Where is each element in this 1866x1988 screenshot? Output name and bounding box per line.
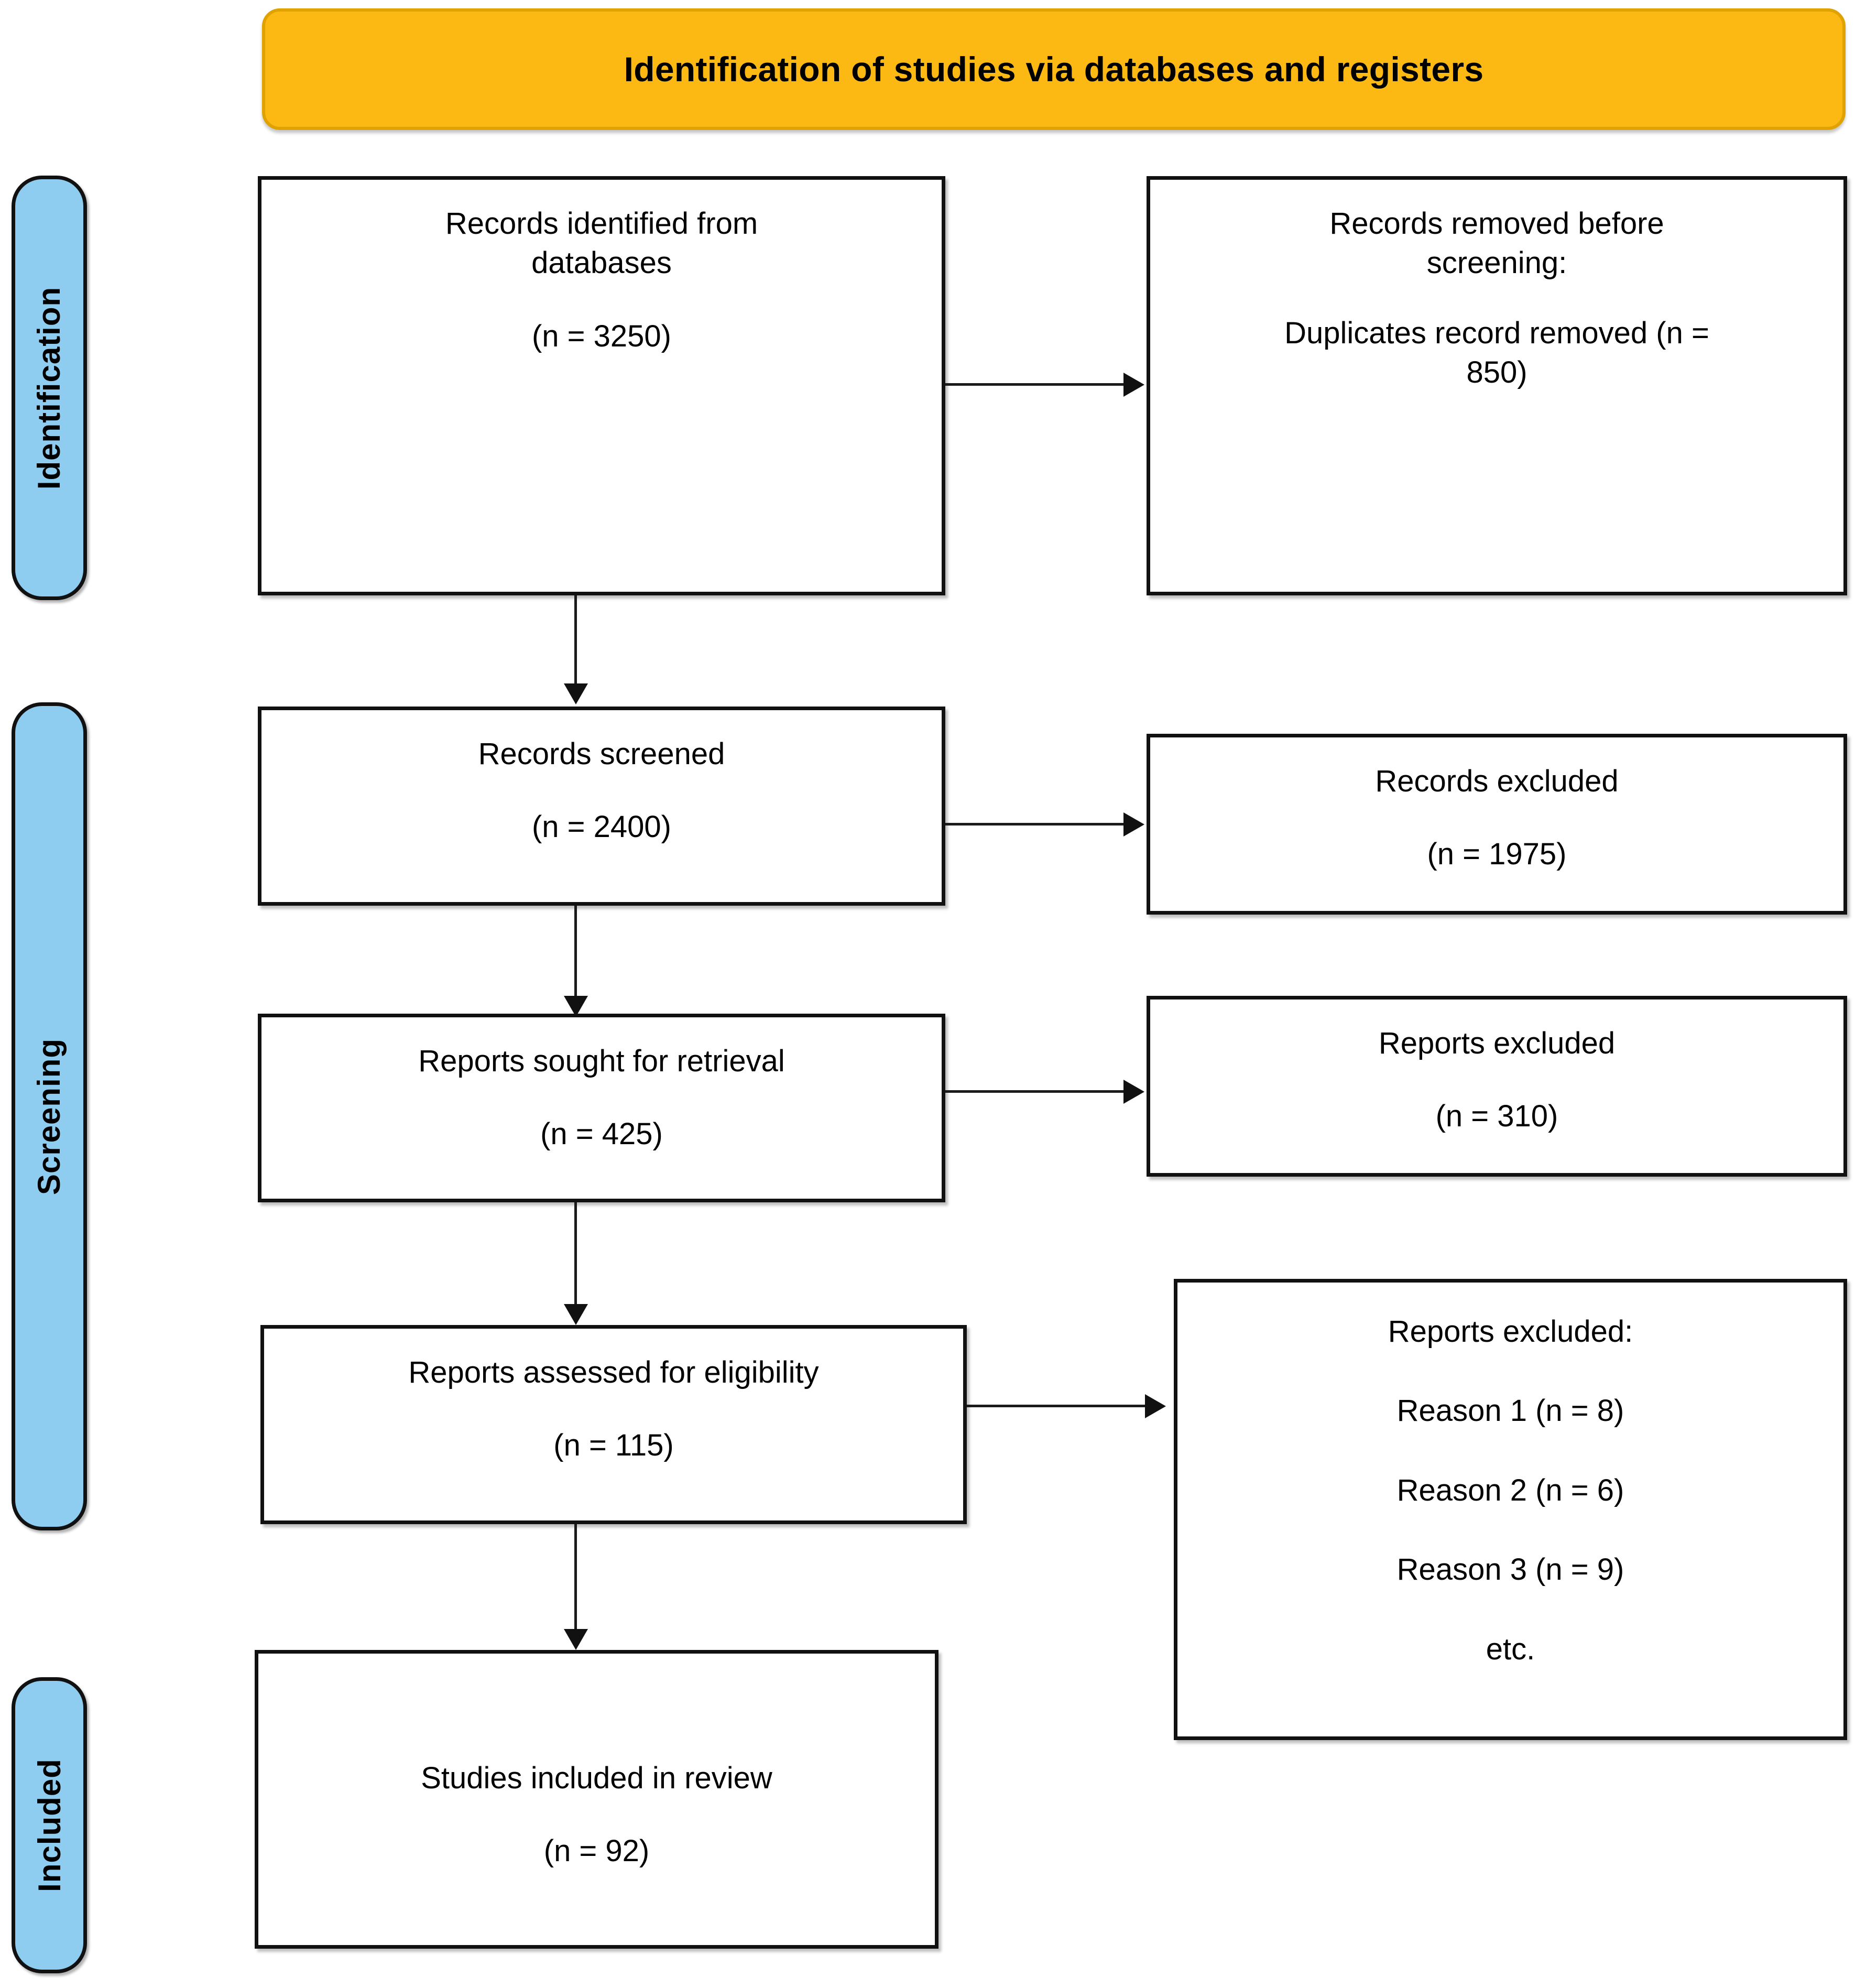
reports-excluded-count: (n = 310) [1435, 1099, 1558, 1134]
box-reports-assessed: Reports assessed for eligibility (n = 11… [260, 1325, 967, 1524]
records-screened-line1: Records screened [478, 737, 725, 771]
arrow-right-identified-to-removed [1123, 373, 1144, 397]
records-removed-line1: Records removed before [1329, 207, 1664, 241]
records-excluded-line1: Records excluded [1375, 764, 1619, 798]
records-removed-detail1: Duplicates record removed (n = [1284, 316, 1709, 350]
records-identified-line1: Records identified from [445, 207, 758, 241]
connector-screened-to-excluded [945, 823, 1123, 825]
box-reports-sought: Reports sought for retrieval (n = 425) [258, 1014, 945, 1202]
reports-assessed-line1: Reports assessed for eligibility [408, 1355, 819, 1389]
reports-assessed-count: (n = 115) [553, 1428, 674, 1463]
arrow-down-sought-to-assessed [564, 1304, 588, 1325]
reports-excluded-reasons-heading: Reports excluded: [1388, 1315, 1633, 1349]
stage-tab-screening: Screening [12, 702, 87, 1530]
studies-included-line1: Studies included in review [421, 1761, 772, 1795]
arrow-down-identified-to-screened [564, 683, 588, 704]
connector-identified-to-removed [945, 383, 1123, 386]
box-reports-excluded: Reports excluded (n = 310) [1147, 996, 1847, 1177]
box-records-excluded: Records excluded (n = 1975) [1147, 734, 1847, 915]
reports-excluded-reason-1: Reason 1 (n = 8) [1396, 1394, 1624, 1428]
reports-excluded-reason-etc: etc. [1486, 1632, 1535, 1666]
box-records-identified: Records identified from databases (n = 3… [258, 176, 945, 595]
connector-sought-to-excluded [945, 1090, 1123, 1093]
records-identified-count: (n = 3250) [531, 319, 671, 353]
records-excluded-count: (n = 1975) [1427, 837, 1567, 872]
banner-identification-header: Identification of studies via databases … [262, 8, 1846, 130]
connector-assessed-to-reasons [967, 1405, 1145, 1407]
arrow-right-assessed-to-reasons [1145, 1394, 1166, 1418]
reports-sought-count: (n = 425) [540, 1117, 663, 1151]
studies-included-count: (n = 92) [543, 1834, 650, 1868]
stage-tab-screening-label: Screening [31, 1038, 67, 1195]
reports-excluded-line1: Reports excluded [1378, 1026, 1616, 1060]
banner-title: Identification of studies via databases … [624, 50, 1484, 89]
connector-sought-to-assessed [574, 1202, 577, 1307]
records-identified-line2: databases [531, 246, 672, 280]
stage-tab-included: Included [12, 1677, 87, 1973]
reports-sought-line1: Reports sought for retrieval [418, 1044, 785, 1078]
connector-screened-to-sought [574, 906, 577, 999]
arrow-right-sought-to-excluded [1123, 1080, 1144, 1104]
box-records-removed: Records removed before screening: Duplic… [1147, 176, 1847, 595]
box-reports-excluded-reasons: Reports excluded: Reason 1 (n = 8) Reaso… [1174, 1279, 1847, 1740]
reports-excluded-reason-3: Reason 3 (n = 9) [1396, 1552, 1624, 1587]
records-removed-line2: screening: [1426, 246, 1567, 280]
connector-assessed-to-included [574, 1524, 577, 1632]
reports-excluded-reason-2: Reason 2 (n = 6) [1396, 1473, 1624, 1507]
records-screened-count: (n = 2400) [531, 810, 671, 844]
connector-identified-to-screened [574, 595, 577, 686]
stage-tab-identification: Identification [12, 176, 87, 600]
arrow-down-screened-to-sought [564, 996, 588, 1017]
arrow-down-assessed-to-included [564, 1629, 588, 1650]
stage-tab-included-label: Included [31, 1758, 67, 1892]
box-studies-included: Studies included in review (n = 92) [255, 1650, 939, 1949]
arrow-right-screened-to-excluded [1123, 812, 1144, 837]
box-records-screened: Records screened (n = 2400) [258, 707, 945, 906]
stage-tab-identification-label: Identification [31, 286, 67, 490]
records-removed-detail2: 850) [1466, 355, 1527, 390]
